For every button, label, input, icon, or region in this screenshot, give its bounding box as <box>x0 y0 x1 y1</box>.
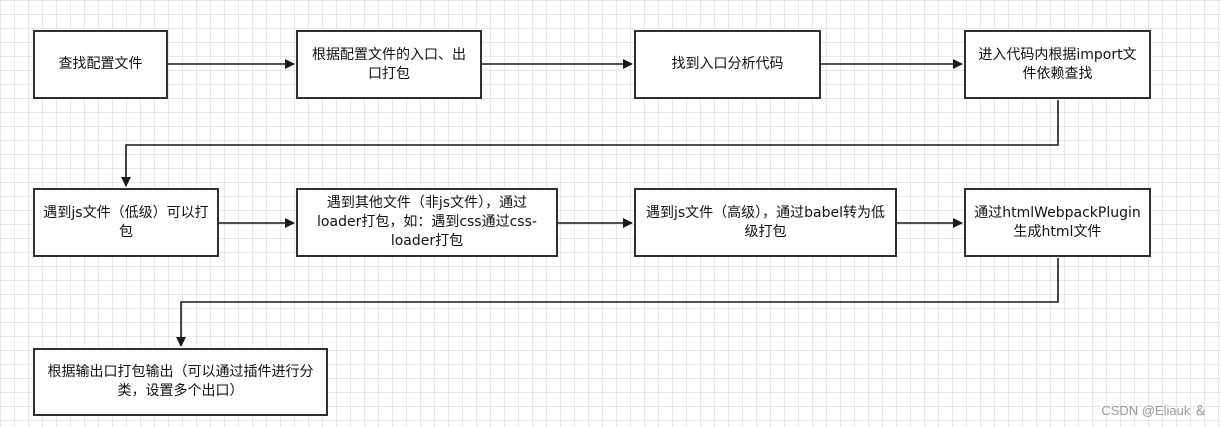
node-output: 根据输出口打包输出（可以通过插件进行分类，设置多个出口） <box>33 348 328 416</box>
arrow-html-plugin-to-output <box>176 258 1059 347</box>
node-find-config: 查找配置文件 <box>33 30 168 99</box>
watermark: CSDN @Eliauk ＆ <box>1101 403 1207 418</box>
node-other-files-label: 遇到其他文件（非js文件），通过loader打包，如：遇到css通过css-lo… <box>317 195 537 249</box>
node-output-label: 根据输出口打包输出（可以通过插件进行分类，设置多个出口） <box>47 364 314 399</box>
node-find-config-label: 查找配置文件 <box>58 56 143 72</box>
node-enter-code: 进入代码内根据import文件依赖查找 <box>964 30 1151 99</box>
node-find-entry-label: 找到入口分析代码 <box>671 56 784 72</box>
node-find-entry: 找到入口分析代码 <box>634 30 821 99</box>
arrow-enter-code-to-low-js <box>121 100 1059 187</box>
node-other-files: 遇到其他文件（非js文件），通过loader打包，如：遇到css通过css-lo… <box>296 188 558 257</box>
node-high-js: 遇到js文件（高级），通过babel转为低级打包 <box>634 188 897 257</box>
node-pack-by-config: 根据配置文件的入口、出口打包 <box>296 30 482 99</box>
node-html-plugin: 通过htmlWebpackPlugin生成html文件 <box>964 188 1151 257</box>
node-high-js-label: 遇到js文件（高级），通过babel转为低级打包 <box>645 204 886 240</box>
node-low-js-label: 遇到js文件（低级）可以打包 <box>43 204 209 240</box>
node-low-js: 遇到js文件（低级）可以打包 <box>33 188 219 257</box>
node-pack-by-config-label: 根据配置文件的入口、出口打包 <box>312 46 466 82</box>
node-enter-code-label: 进入代码内根据import文件依赖查找 <box>978 46 1137 82</box>
node-html-plugin-label: 通过htmlWebpackPlugin生成html文件 <box>974 204 1141 240</box>
